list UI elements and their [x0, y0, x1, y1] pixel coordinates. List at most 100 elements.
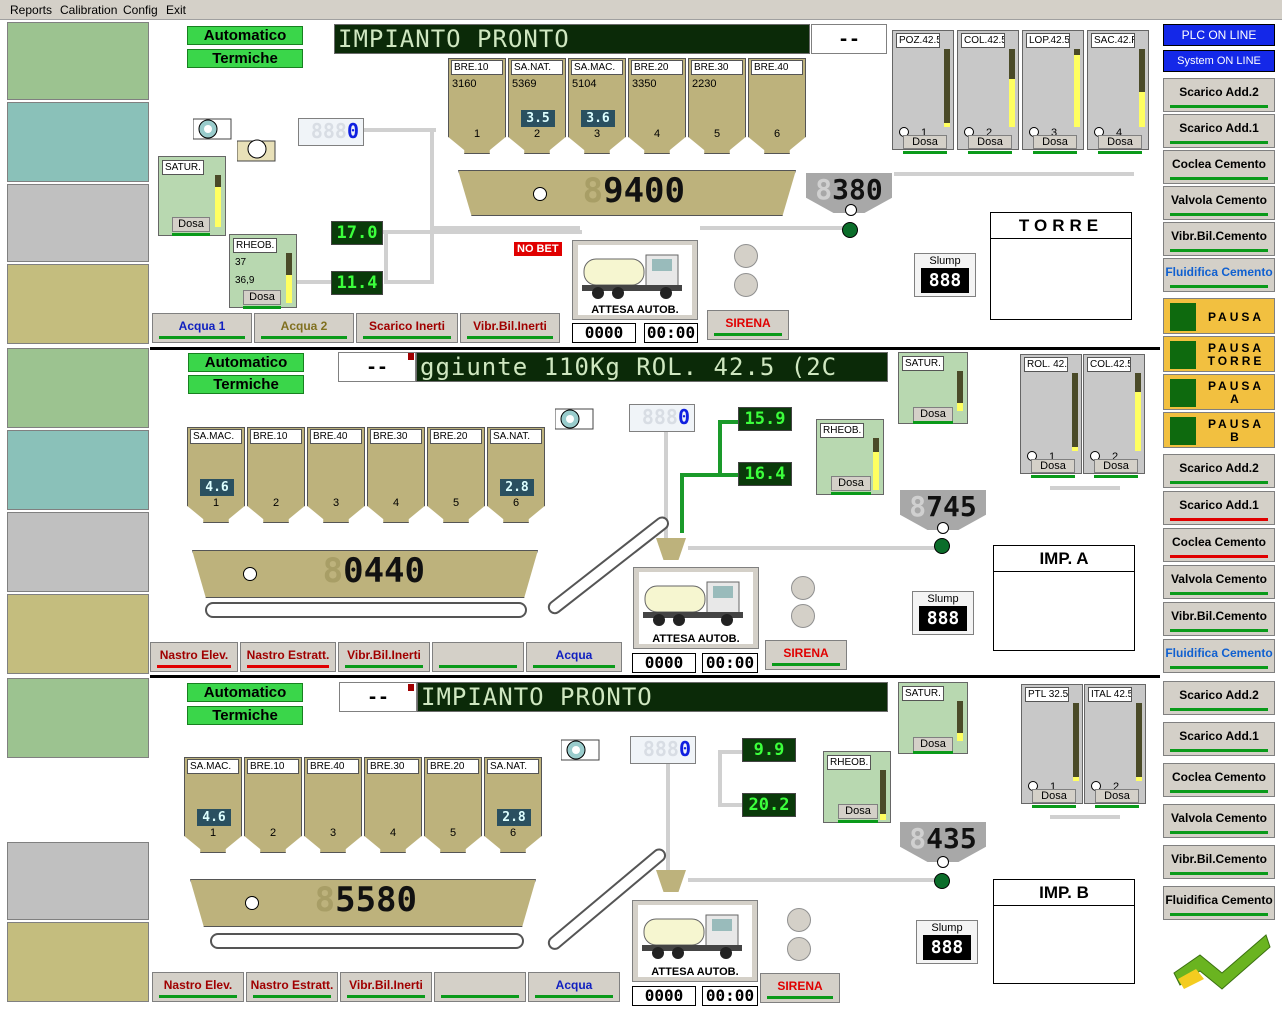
- tab-button[interactable]: Vibr.Bil.Inerti: [338, 642, 430, 672]
- control-button[interactable]: Fluidifica Cemento: [1163, 639, 1275, 673]
- control-button[interactable]: Scarico Add.1: [1163, 722, 1275, 756]
- truck-icon: [578, 245, 692, 315]
- control-button[interactable]: Fluidifica Cemento: [1163, 886, 1275, 920]
- dosa-button[interactable]: Dosa: [1098, 135, 1142, 149]
- tab-button[interactable]: Nastro Elev.: [152, 972, 244, 1002]
- silo-number: 2: [1111, 451, 1119, 463]
- control-button[interactable]: Valvola Cemento: [1163, 186, 1275, 220]
- menu-calibration[interactable]: Calibration: [60, 3, 118, 17]
- hopper-label: SA.NAT.: [487, 759, 539, 774]
- dosa-button[interactable]: Dosa: [968, 135, 1012, 149]
- aggregate-scale: 80440: [192, 550, 538, 598]
- dosa-button[interactable]: Dosa: [1032, 789, 1076, 803]
- control-button[interactable]: Coclea Cemento: [1163, 528, 1275, 562]
- dosa-button[interactable]: Dosa: [1095, 789, 1139, 803]
- status-box: --: [339, 682, 417, 712]
- side-tile[interactable]: [7, 184, 149, 262]
- tab-button[interactable]: Nastro Estratt.: [246, 972, 338, 1002]
- automatico-button[interactable]: Automatico: [188, 353, 304, 372]
- hopper-label: BRE.40: [751, 60, 803, 75]
- tab-button[interactable]: Vibr.Bil.Inerti: [340, 972, 432, 1002]
- truck-icon: [638, 905, 752, 977]
- hopper-label: SA.NAT.: [490, 429, 542, 444]
- termiche-button[interactable]: Termiche: [188, 375, 304, 394]
- side-tile[interactable]: [7, 348, 149, 428]
- tab-button[interactable]: Vibr.Bil.Inerti: [460, 313, 560, 343]
- sirena-button[interactable]: SIRENA: [707, 310, 789, 340]
- tab-button[interactable]: [434, 972, 526, 1002]
- termiche-button[interactable]: Termiche: [187, 49, 303, 68]
- menu-config[interactable]: Config: [123, 3, 158, 17]
- message-display: IMPIANTO PRONTO: [417, 682, 888, 712]
- automatico-button[interactable]: Automatico: [187, 683, 303, 702]
- control-button[interactable]: Valvola Cemento: [1163, 565, 1275, 599]
- plc-status: PLC ON LINE: [1163, 24, 1275, 46]
- additive-display-2: 20.2: [742, 793, 796, 817]
- hopper-number: 6: [773, 128, 781, 140]
- cement-valve[interactable]: [842, 222, 858, 238]
- batch-timer: 00:00: [702, 986, 758, 1006]
- termiche-button[interactable]: Termiche: [187, 706, 303, 725]
- tab-button[interactable]: Acqua 1: [152, 313, 252, 343]
- cement-scale: 8435: [900, 822, 986, 862]
- control-button[interactable]: Vibr.Bil.Cemento: [1163, 222, 1275, 256]
- tab-button[interactable]: Nastro Estratt.: [240, 642, 336, 672]
- side-tile[interactable]: [7, 102, 149, 182]
- sirena-button[interactable]: SIRENA: [765, 640, 847, 670]
- menu-reports[interactable]: Reports: [10, 3, 53, 17]
- side-tile[interactable]: [7, 594, 149, 674]
- side-tile[interactable]: [7, 512, 149, 592]
- cement-valve[interactable]: [934, 538, 950, 554]
- dosa-button[interactable]: Dosa: [1033, 135, 1077, 149]
- control-button[interactable]: Coclea Cemento: [1163, 150, 1275, 184]
- control-button[interactable]: Scarico Add.2: [1163, 78, 1275, 112]
- control-button[interactable]: Scarico Add.1: [1163, 114, 1275, 148]
- pausa-button[interactable]: PAUSA B: [1163, 412, 1275, 448]
- sirena-button[interactable]: SIRENA: [760, 973, 840, 1003]
- pausa-button[interactable]: PAUSA: [1163, 298, 1275, 334]
- side-tile[interactable]: [7, 842, 149, 920]
- hopper-number: 4: [653, 128, 661, 140]
- dosa-button[interactable]: Dosa: [903, 135, 947, 149]
- dosa-button[interactable]: Dosa: [913, 407, 953, 422]
- control-button[interactable]: Scarico Add.2: [1163, 454, 1275, 488]
- dosa-button[interactable]: Dosa: [172, 217, 210, 232]
- pausa-button[interactable]: PAUSA A: [1163, 374, 1275, 410]
- tab-button[interactable]: Scarico Inerti: [356, 313, 458, 343]
- side-tile[interactable]: [7, 922, 149, 1002]
- control-button[interactable]: Valvola Cemento: [1163, 804, 1275, 838]
- tab-button[interactable]: [432, 642, 524, 672]
- side-tile[interactable]: [7, 430, 149, 510]
- side-tile[interactable]: [7, 22, 149, 100]
- dosa-button[interactable]: Dosa: [838, 804, 878, 819]
- control-button[interactable]: Fluidifica Cemento: [1163, 258, 1275, 292]
- control-button[interactable]: Scarico Add.2: [1163, 681, 1275, 715]
- automatico-button[interactable]: Automatico: [187, 26, 303, 45]
- betonsys-logo: [1170, 925, 1274, 995]
- hopper-label: BRE.10: [250, 429, 302, 444]
- control-button[interactable]: Coclea Cemento: [1163, 763, 1275, 797]
- silo-level: [944, 49, 950, 127]
- dosa-button[interactable]: Dosa: [913, 737, 953, 752]
- tab-button[interactable]: Acqua: [526, 642, 622, 672]
- tab-button[interactable]: Acqua: [528, 972, 620, 1002]
- control-button[interactable]: Scarico Add.1: [1163, 491, 1275, 525]
- control-button[interactable]: Vibr.Bil.Cemento: [1163, 602, 1275, 636]
- control-button[interactable]: Vibr.Bil.Cemento: [1163, 845, 1275, 879]
- side-tile[interactable]: [7, 264, 149, 344]
- rheob-value: 36,9: [235, 275, 255, 286]
- silo-level: [1072, 373, 1078, 451]
- side-tile[interactable]: [7, 678, 149, 758]
- dosa-button[interactable]: Dosa: [1031, 459, 1075, 473]
- pausa-button[interactable]: PAUSA TORRE: [1163, 336, 1275, 372]
- dosa-button[interactable]: Dosa: [1094, 459, 1138, 473]
- side-tile[interactable]: [7, 760, 149, 840]
- dosa-button[interactable]: Dosa: [243, 290, 281, 305]
- cement-valve[interactable]: [934, 873, 950, 889]
- tab-button[interactable]: Acqua 2: [254, 313, 354, 343]
- tab-button[interactable]: Nastro Elev.: [150, 642, 238, 672]
- menu-exit[interactable]: Exit: [166, 3, 187, 17]
- dosa-button[interactable]: Dosa: [831, 476, 871, 491]
